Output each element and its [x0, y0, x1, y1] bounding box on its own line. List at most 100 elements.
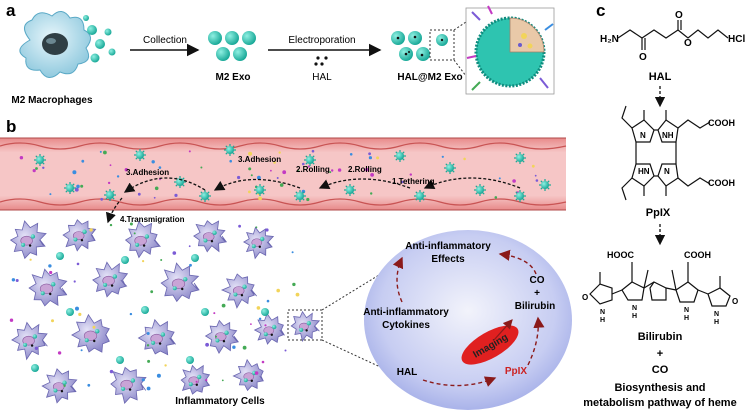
- pathway-caption-line1: Biosynthesis and: [614, 382, 705, 394]
- tissue-dot: [258, 317, 262, 320]
- inflammatory-cell-icon: [253, 312, 285, 345]
- ppix-hn-label: HN: [638, 167, 650, 176]
- vessel-dot: [124, 168, 128, 172]
- tissue-dot: [92, 325, 96, 329]
- inflammatory-cell-icon: [242, 226, 275, 260]
- ppix-nh-label: NH: [662, 131, 674, 140]
- inflammatory-cell-icon: [290, 310, 321, 342]
- inflammatory-cell-icon: [160, 262, 200, 303]
- tissue-dot: [156, 373, 161, 378]
- bilirubin-structure: [589, 262, 731, 307]
- tissue-dot: [147, 359, 151, 363]
- vessel-dot: [534, 174, 537, 177]
- panel-c-letter: c: [596, 1, 605, 20]
- tissue-dot: [73, 280, 76, 283]
- tissue-exosome-icon: [121, 256, 129, 264]
- vessel-dot: [35, 167, 38, 170]
- m2-exo-icon: [208, 31, 256, 61]
- tissue-dot: [160, 259, 163, 261]
- ppix-cooh1-label: COOH: [708, 118, 735, 128]
- inflammatory-cell-icon: [41, 368, 78, 404]
- vessel-dot: [282, 170, 287, 175]
- rolling-path-arrow-2: [213, 178, 301, 191]
- ppix-n2-label: N: [664, 167, 670, 176]
- tissue-dot: [256, 306, 261, 310]
- inflammatory-cell-icon: [110, 366, 147, 405]
- vessel-dot: [200, 166, 203, 169]
- vessel-dot: [441, 155, 444, 158]
- hal-o1-label: O: [639, 52, 647, 63]
- vessel-exosome-icon: [514, 152, 526, 164]
- transmigration-path-arrow: [105, 197, 123, 224]
- step-adhesion-label-1: 3.Adhesion: [238, 155, 281, 164]
- vessel-dot: [306, 197, 310, 202]
- ppix-name-label: PpIX: [646, 207, 671, 219]
- bili-h-left-label: H: [600, 317, 605, 324]
- inflammatory-cell-icon: [9, 220, 47, 260]
- bili-h-mid2-label: H: [684, 315, 689, 322]
- tissue-dot: [109, 223, 113, 227]
- co-to-effects-arrow: [498, 249, 537, 275]
- cytokines-to-effects-arrow: [392, 256, 404, 303]
- imaging-badge: [461, 325, 519, 365]
- co-plus-label: +: [534, 288, 540, 299]
- pathway-co-label: CO: [652, 364, 669, 376]
- vessel-dot: [154, 186, 159, 191]
- vessel-dot: [72, 170, 77, 175]
- vessel-dot: [331, 169, 334, 172]
- vessel-dot: [273, 161, 276, 164]
- tissue-dot: [141, 378, 145, 382]
- vessel-dot: [368, 156, 372, 160]
- tissue-dot: [232, 345, 236, 349]
- vessel-dot: [250, 174, 253, 177]
- vessel-dot: [349, 153, 353, 156]
- hal-o3-label: O: [684, 38, 692, 49]
- tissue-exosome-icon: [31, 364, 39, 372]
- vessel-dot: [229, 159, 232, 163]
- tissue-dot: [205, 342, 210, 347]
- vessel-dot: [494, 196, 498, 199]
- vessel-dot: [237, 175, 241, 180]
- tissue-dot: [63, 384, 66, 387]
- tissue-dot: [129, 312, 133, 316]
- vessel-exosome-icon: [514, 190, 526, 202]
- tissue-dot: [109, 369, 114, 374]
- vessel-dot: [248, 151, 253, 156]
- step-tethering-label: 1.Tethering: [392, 177, 435, 186]
- vessel-exosome-icon: [254, 184, 266, 196]
- vessel-exosome-icon: [294, 190, 306, 202]
- tissue-dot: [292, 282, 296, 287]
- inflammatory-cell-icon: [28, 268, 68, 307]
- inflammatory-cell-icon: [124, 221, 161, 259]
- vessel-dot: [100, 197, 104, 201]
- vessel-dot: [116, 175, 120, 178]
- hal-to-ppix-arrow: [422, 376, 497, 387]
- tissue-dot: [261, 360, 265, 364]
- released-exosomes-icon: [83, 15, 116, 63]
- inflammatory-cells-cluster: [9, 219, 321, 405]
- vessel-dot: [42, 166, 45, 169]
- vessel-dot: [278, 151, 281, 154]
- effects-label-line1: Anti-inflammatory: [405, 241, 491, 252]
- vessel-dot: [258, 196, 262, 201]
- vessel-exosome-icon: [394, 150, 406, 162]
- vessel-dot: [74, 187, 79, 192]
- tissue-dot: [265, 228, 269, 232]
- tissue-dot: [29, 258, 32, 261]
- vessel-exosome-icon: [174, 176, 186, 188]
- tissue-dot: [150, 290, 154, 294]
- vessel-exosome-icon: [224, 144, 236, 156]
- tissue-exosome-icon: [116, 356, 124, 364]
- tissue-dot: [76, 262, 80, 266]
- tissue-dot: [78, 312, 82, 316]
- tissue-dot: [142, 260, 145, 263]
- tissue-dot: [242, 345, 247, 350]
- vessel-exosome-icon: [104, 189, 116, 201]
- tissue-dot: [221, 379, 224, 382]
- tissue-dot: [57, 351, 62, 355]
- inflammatory-cell-icon: [92, 261, 129, 298]
- vessel-dot: [279, 183, 284, 187]
- hal-circle-label: HAL: [397, 367, 418, 378]
- vessel-dot: [337, 168, 342, 172]
